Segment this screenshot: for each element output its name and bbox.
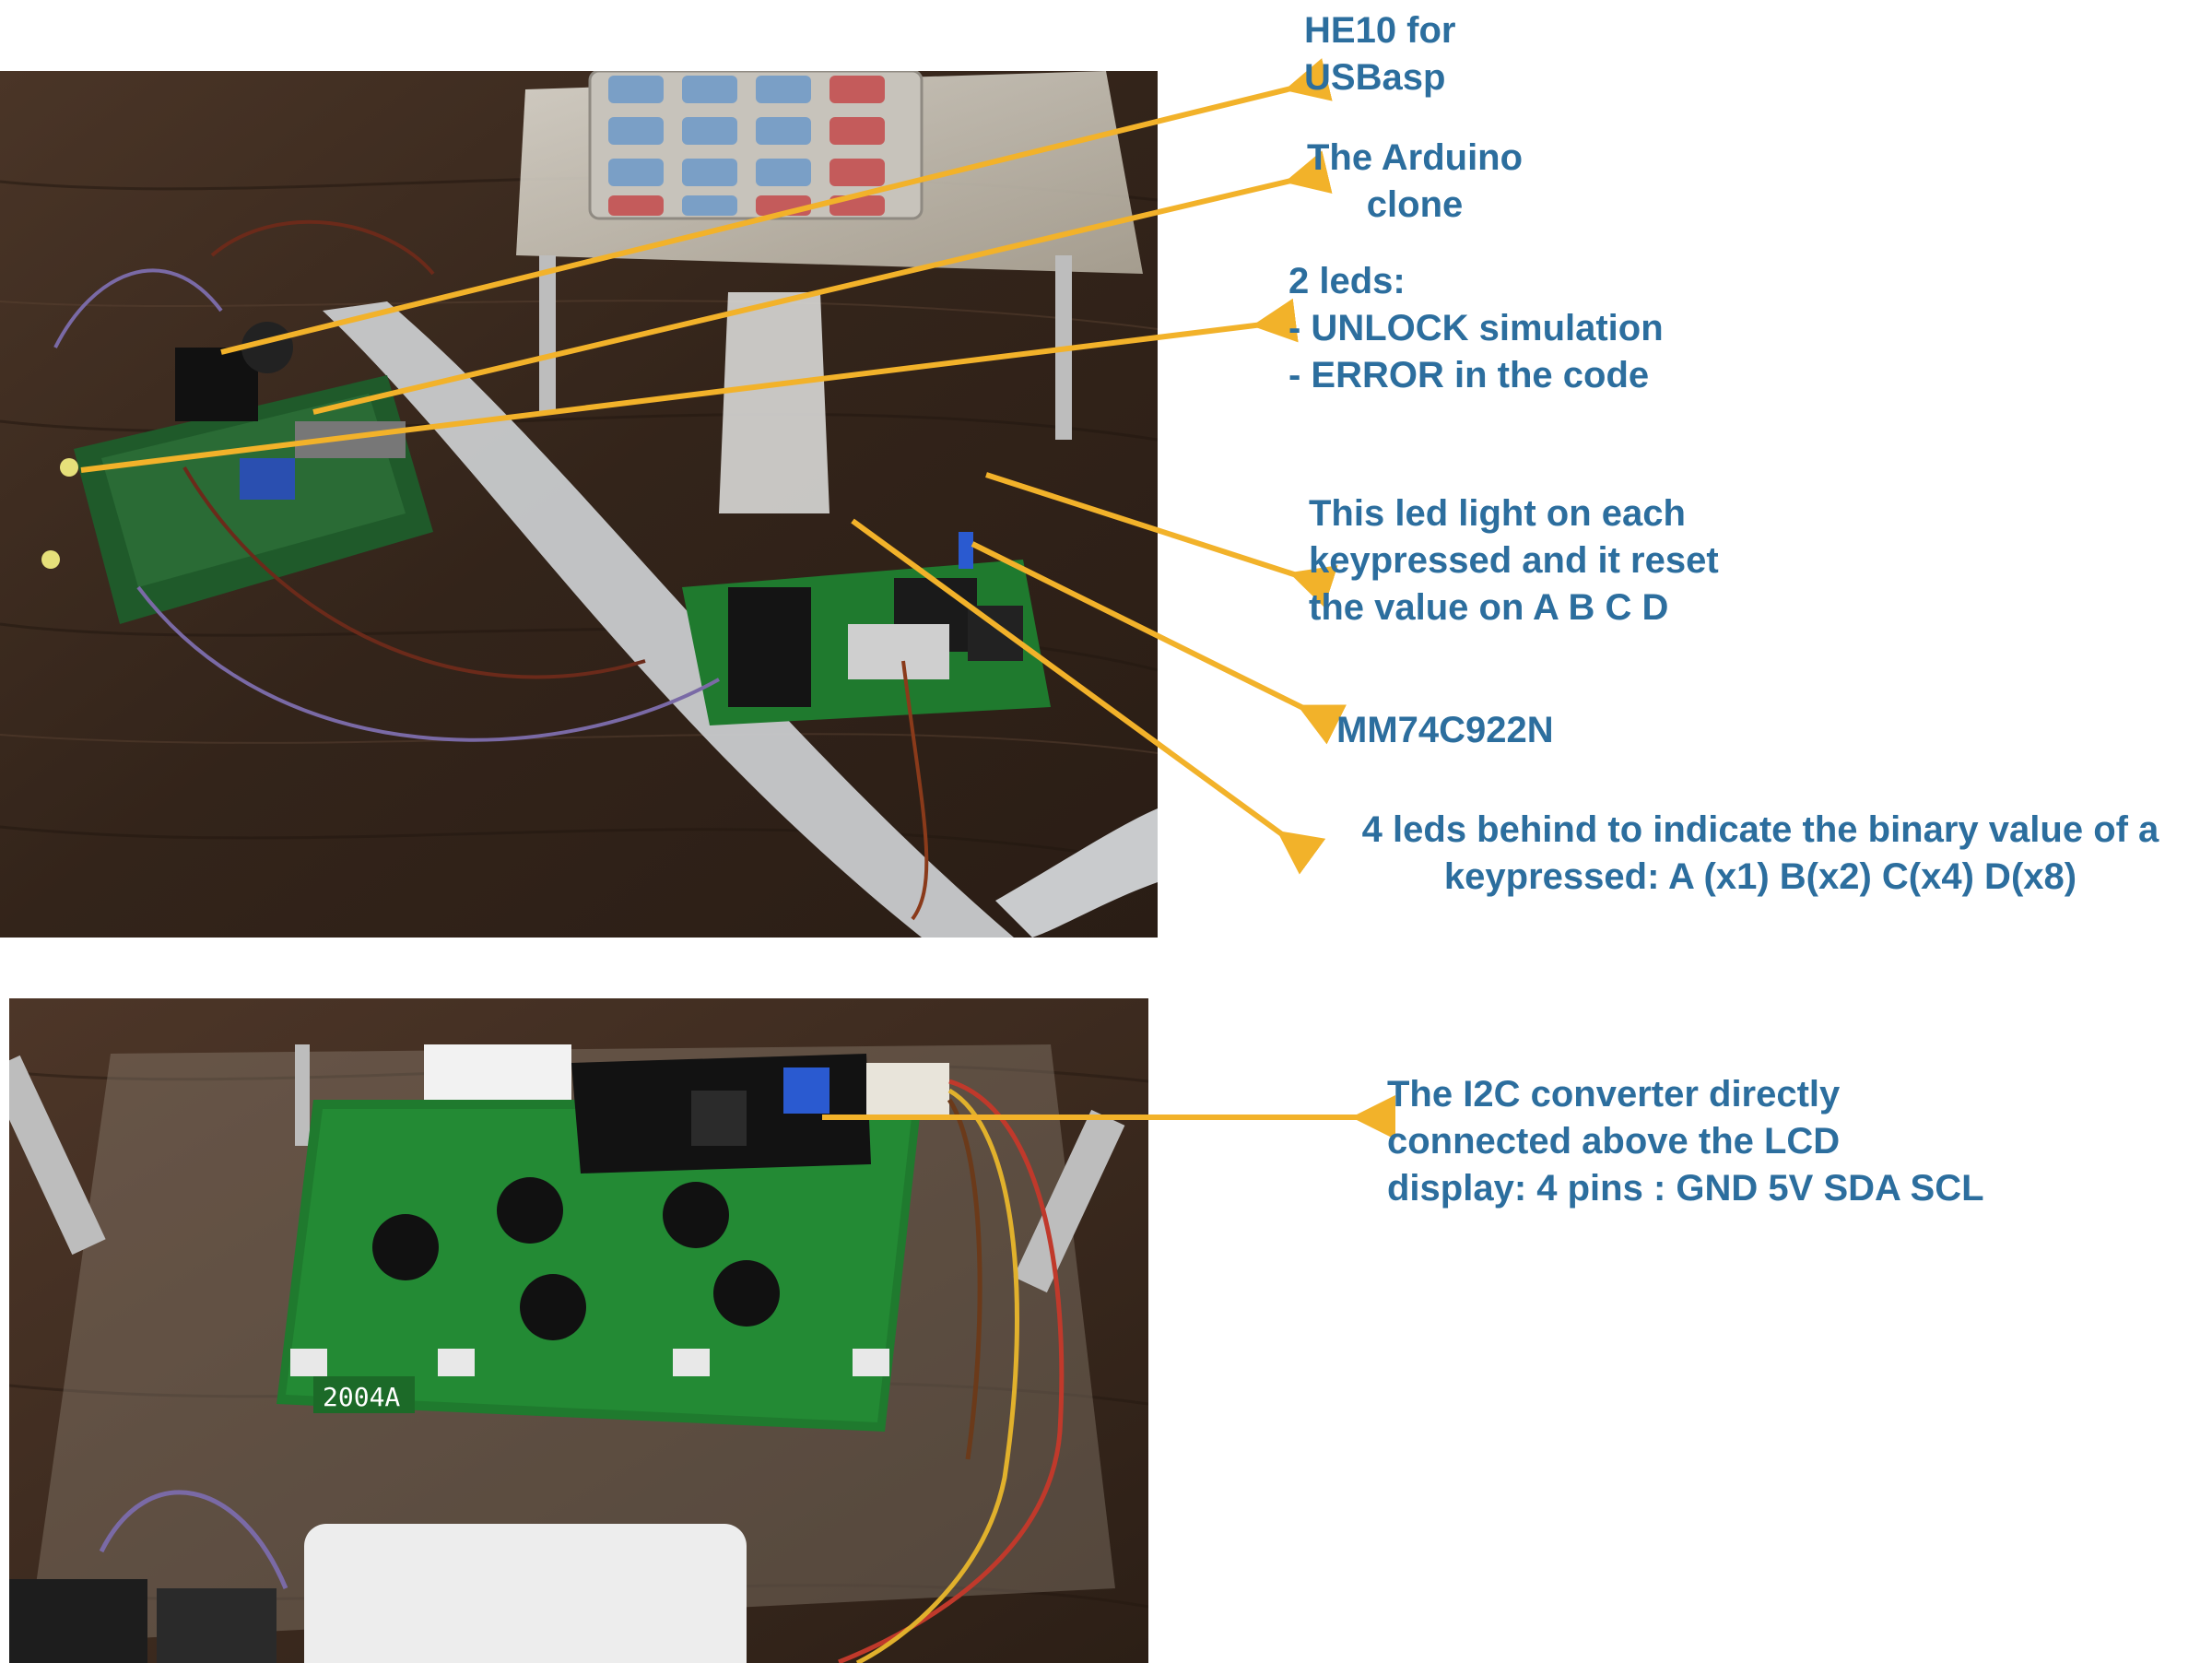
photo-bottom-lcd: 2004A [9, 998, 1148, 1663]
label-i2c-line-2: connected above the LCD [1387, 1121, 1841, 1162]
label-arduino: The Arduino clone [1307, 135, 1523, 229]
photo-bottom-image: 2004A [9, 998, 1148, 1663]
label-he10-line-1: HE10 for [1304, 10, 1456, 51]
label-he10: HE10 for USBasp [1304, 7, 1456, 101]
label-i2c: The I2C converter directly connected abo… [1387, 1071, 1984, 1212]
label-chip-line-1: MM74C922N [1336, 710, 1554, 750]
label-leds-line-3: - ERROR in the code [1288, 355, 1650, 395]
label-i2c-line-3: display: 4 pins : GND 5V SDA SCL [1387, 1168, 1984, 1209]
label-binary-leds: 4 leds behind to indicate the binary val… [1318, 807, 2203, 901]
lcd-model-label: 2004A [323, 1382, 400, 1412]
label-arduino-line-1: The Arduino [1307, 137, 1524, 178]
photo-top-breadboard [0, 71, 1158, 938]
label-keypress-led-line-2: keypressed and it reset [1309, 540, 1719, 581]
label-binary-leds-line-1: 4 leds behind to indicate the binary val… [1361, 809, 2159, 850]
label-keypress-led: This led light on each keypressed and it… [1309, 490, 1719, 631]
label-binary-leds-line-2: keypressed: A (x1) B(x2) C(x4) D(x8) [1443, 856, 2077, 897]
label-leds: 2 leds: - UNLOCK simulation - ERROR in t… [1288, 258, 1664, 399]
label-chip: MM74C922N [1336, 707, 1554, 754]
label-keypress-led-line-3: the value on A B C D [1309, 587, 1669, 628]
label-leds-line-1: 2 leds: [1288, 261, 1406, 301]
label-i2c-line-1: The I2C converter directly [1387, 1074, 1841, 1115]
label-leds-line-2: - UNLOCK simulation [1288, 308, 1664, 348]
label-keypress-led-line-1: This led light on each [1309, 493, 1686, 534]
label-arduino-line-2: clone [1366, 184, 1464, 225]
photo-top-image [0, 71, 1158, 938]
label-he10-line-2: USBasp [1304, 57, 1446, 98]
